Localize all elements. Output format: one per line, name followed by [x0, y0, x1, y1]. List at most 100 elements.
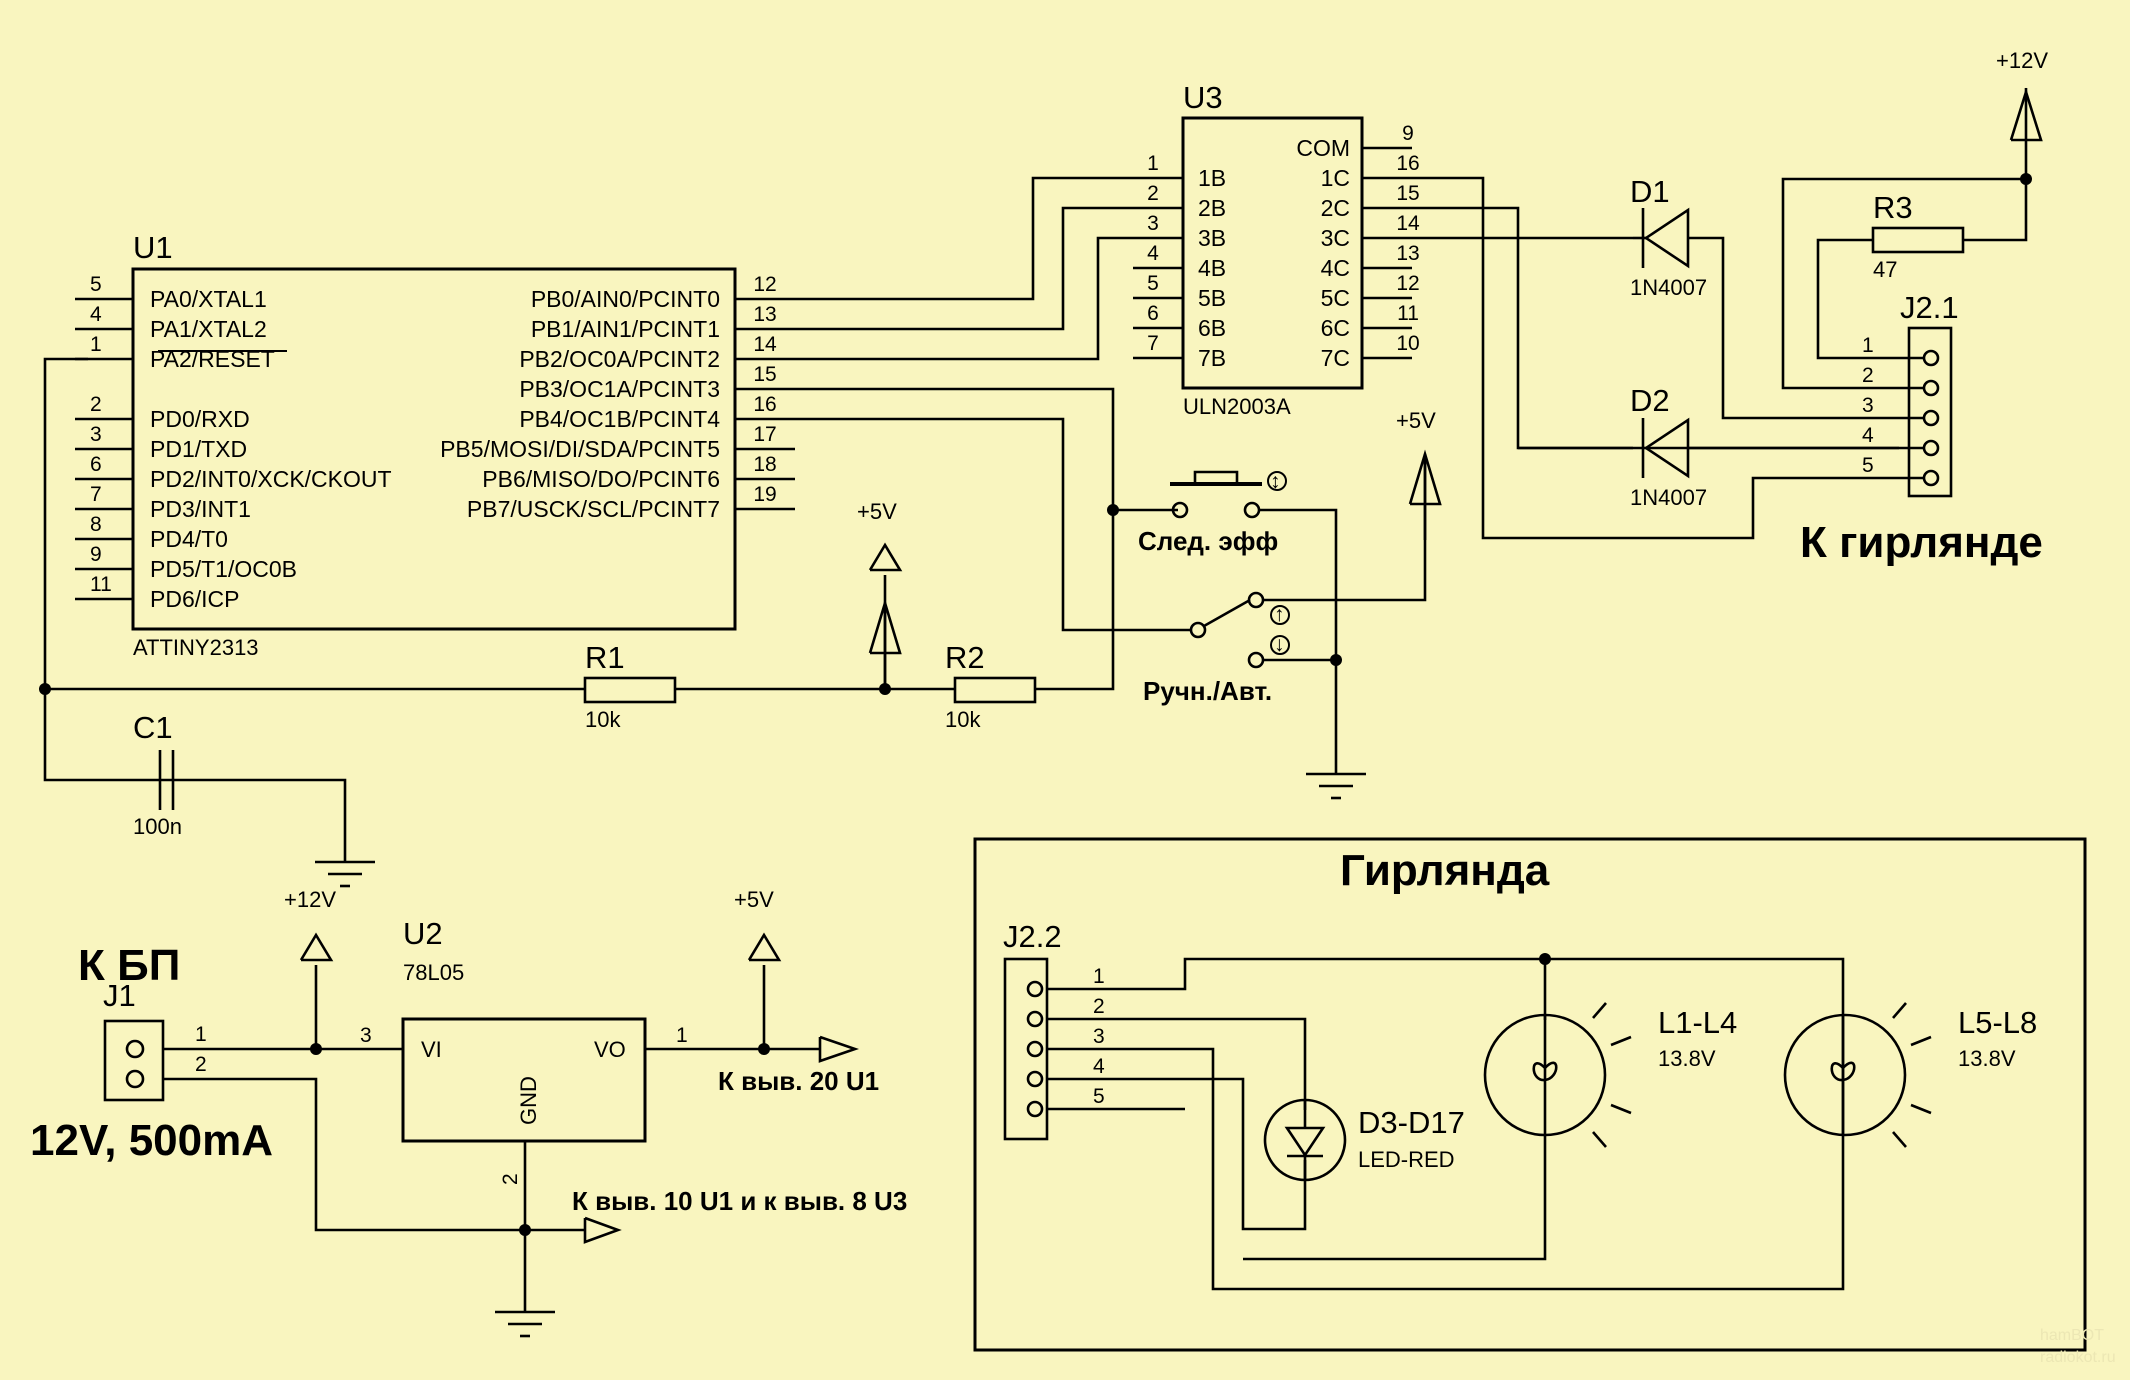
lamps2-ref: L5-L8: [1958, 1005, 2037, 1040]
u3-part: ULN2003A: [1183, 394, 1291, 419]
j21-pin-hole: [1922, 469, 1940, 487]
to-psu-label: К БП: [78, 941, 180, 990]
u2-gnd: GND: [516, 1076, 541, 1125]
p12-top-label: +12V: [1996, 48, 2048, 73]
u2-vo: VO: [594, 1037, 626, 1062]
u1-left-pin-name: PA0/XTAL1: [150, 286, 267, 312]
u1-left-pin-num: 5: [90, 273, 102, 296]
j22-pin-hole: [1026, 1010, 1044, 1028]
j21-pin-hole: [1922, 349, 1940, 367]
u1-right-pin-name: PB1/AIN1/PCINT1: [531, 316, 720, 342]
u3-right-pin-num: 12: [1396, 272, 1419, 295]
u1-left-pin-name: PD3/INT1: [150, 496, 251, 522]
u1-right-pin-name: PB4/OC1B/PCINT4: [519, 406, 720, 432]
to-pin10-8-label: К выв. 10 U1 и к выв. 8 U3: [572, 1186, 907, 1216]
u3-right-pin-name: 2C: [1321, 195, 1350, 221]
c1-value: 100n: [133, 814, 182, 839]
u3-ref: U3: [1183, 80, 1223, 115]
j21-pin-num: 1: [1862, 334, 1874, 357]
u3-right-pin-name: COM: [1296, 135, 1350, 161]
svg-text:↕: ↕: [1270, 470, 1281, 493]
u3-left-pin-name: 1B: [1198, 165, 1226, 191]
u1-right-pin-num: 14: [753, 333, 777, 356]
watermark-site: radiokot.ru: [2040, 1349, 2116, 1366]
u3-right-pin-num: 13: [1396, 242, 1419, 265]
u3-left-pin-num: 6: [1147, 302, 1159, 325]
j21-pin-hole: [1922, 379, 1940, 397]
u1-right-pin-num: 19: [753, 483, 776, 506]
j22-pin-num: 4: [1093, 1055, 1105, 1078]
r3-resistor: R3 47: [1816, 190, 1965, 360]
r2-value: 10k: [945, 707, 981, 732]
u3-right-pin-num: 14: [1396, 212, 1420, 235]
u1-left-pin-num: 4: [90, 303, 102, 326]
u3-right-pin-num: 9: [1402, 122, 1414, 145]
u2-ref: U2: [403, 916, 443, 951]
j1-pin-2: 2: [195, 1053, 207, 1076]
j22-pin-hole: [1026, 1100, 1044, 1118]
manual-auto-label: Ручн./Авт.: [1143, 676, 1272, 706]
reset-network: +5V R1 10k R2 10k C1 100n: [39, 357, 1115, 888]
to-garland-label: К гирлянде: [1800, 518, 2043, 567]
j21-pin-num: 2: [1862, 364, 1874, 387]
j22-ref: J2.2: [1003, 919, 1062, 954]
u1-right-pin-name: PB0/AIN0/PCINT0: [531, 286, 720, 312]
u3-left-pin-num: 5: [1147, 272, 1159, 295]
u3-right-pin-name: 1C: [1321, 165, 1350, 191]
u3-left-pin-num: 1: [1147, 152, 1159, 175]
psu-section: К БП J1 12V, 500mA 1 2 +12V U2 78L05 VI …: [30, 887, 907, 1338]
u3-left-pin-num: 7: [1147, 332, 1159, 355]
u1-left-pin-name: PD0/RXD: [150, 406, 250, 432]
u3-right-pin-num: 10: [1396, 332, 1419, 355]
u1-left-pin-name: PD1/TXD: [150, 436, 247, 462]
u2-part: 78L05: [403, 960, 464, 985]
u1-right-pin-num: 18: [753, 453, 776, 476]
d2-ref: D2: [1630, 383, 1670, 418]
top-power-net: +12V: [1781, 48, 2048, 390]
u3-left-pin-name: 3B: [1198, 225, 1226, 251]
u1-part: ATTINY2313: [133, 635, 259, 660]
u1-right-pin-num: 13: [753, 303, 776, 326]
c1-ref: C1: [133, 710, 173, 745]
j22-pin-num: 1: [1093, 965, 1105, 988]
d2-value: 1N4007: [1630, 485, 1707, 510]
u3-right-pin-name: 5C: [1321, 285, 1350, 311]
p5-a-label: +5V: [857, 499, 897, 524]
to-pin20-label: К выв. 20 U1: [718, 1066, 879, 1096]
j21-pin-hole: [1922, 409, 1940, 427]
u1-ref: U1: [133, 230, 173, 265]
j21-pin-num: 3: [1862, 394, 1874, 417]
u3-right-pin-num: 11: [1397, 302, 1419, 325]
u1-left-pin-num: 2: [90, 393, 102, 416]
j22-pin-num: 3: [1093, 1025, 1105, 1048]
p12-psu-label: +12V: [284, 887, 336, 912]
d1-value: 1N4007: [1630, 275, 1707, 300]
u1-right-pin-name: PB5/MOSI/DI/SDA/PCINT5: [440, 436, 720, 462]
r3-value: 47: [1873, 257, 1897, 282]
u1-right-pin-name: PB6/MISO/DO/PCINT6: [482, 466, 720, 492]
watermark-logo: hamBOT: [2040, 1327, 2104, 1344]
u2-pin-out: 1: [676, 1024, 688, 1047]
u1-microcontroller: U1 ATTINY2313 5PA0/XTAL14PA1/XTAL21PA2/R…: [75, 230, 795, 660]
u1-right-pin-name: PB3/OC1A/PCINT3: [519, 376, 720, 402]
j22-pin-num: 5: [1093, 1085, 1105, 1108]
u1-left-pin-num: 9: [90, 543, 102, 566]
psu-spec-label: 12V, 500mA: [30, 1116, 273, 1165]
lamps1-ref: L1-L4: [1658, 1005, 1737, 1040]
u1-u3-wires: [795, 176, 1133, 361]
u1-left-pin-num: 6: [90, 453, 102, 476]
u1-left-pin-num: 11: [90, 573, 112, 596]
u1-left-pin-name: PD2/INT0/XCK/CKOUT: [150, 466, 392, 492]
u3-right-pin-num: 15: [1396, 182, 1419, 205]
garland-title: Гирлянда: [1340, 846, 1550, 895]
j21-pin-num: 4: [1862, 424, 1874, 447]
j21-pin-hole: [1922, 439, 1940, 457]
d1-diode: D1 1N4007: [1630, 174, 1707, 300]
u3-left-pin-num: 4: [1147, 242, 1159, 265]
leds-ref: D3-D17: [1358, 1105, 1465, 1140]
u3-left-pin-num: 2: [1147, 182, 1159, 205]
u2-pin-in: 3: [360, 1024, 372, 1047]
u3-right-pin-name: 6C: [1321, 315, 1350, 341]
